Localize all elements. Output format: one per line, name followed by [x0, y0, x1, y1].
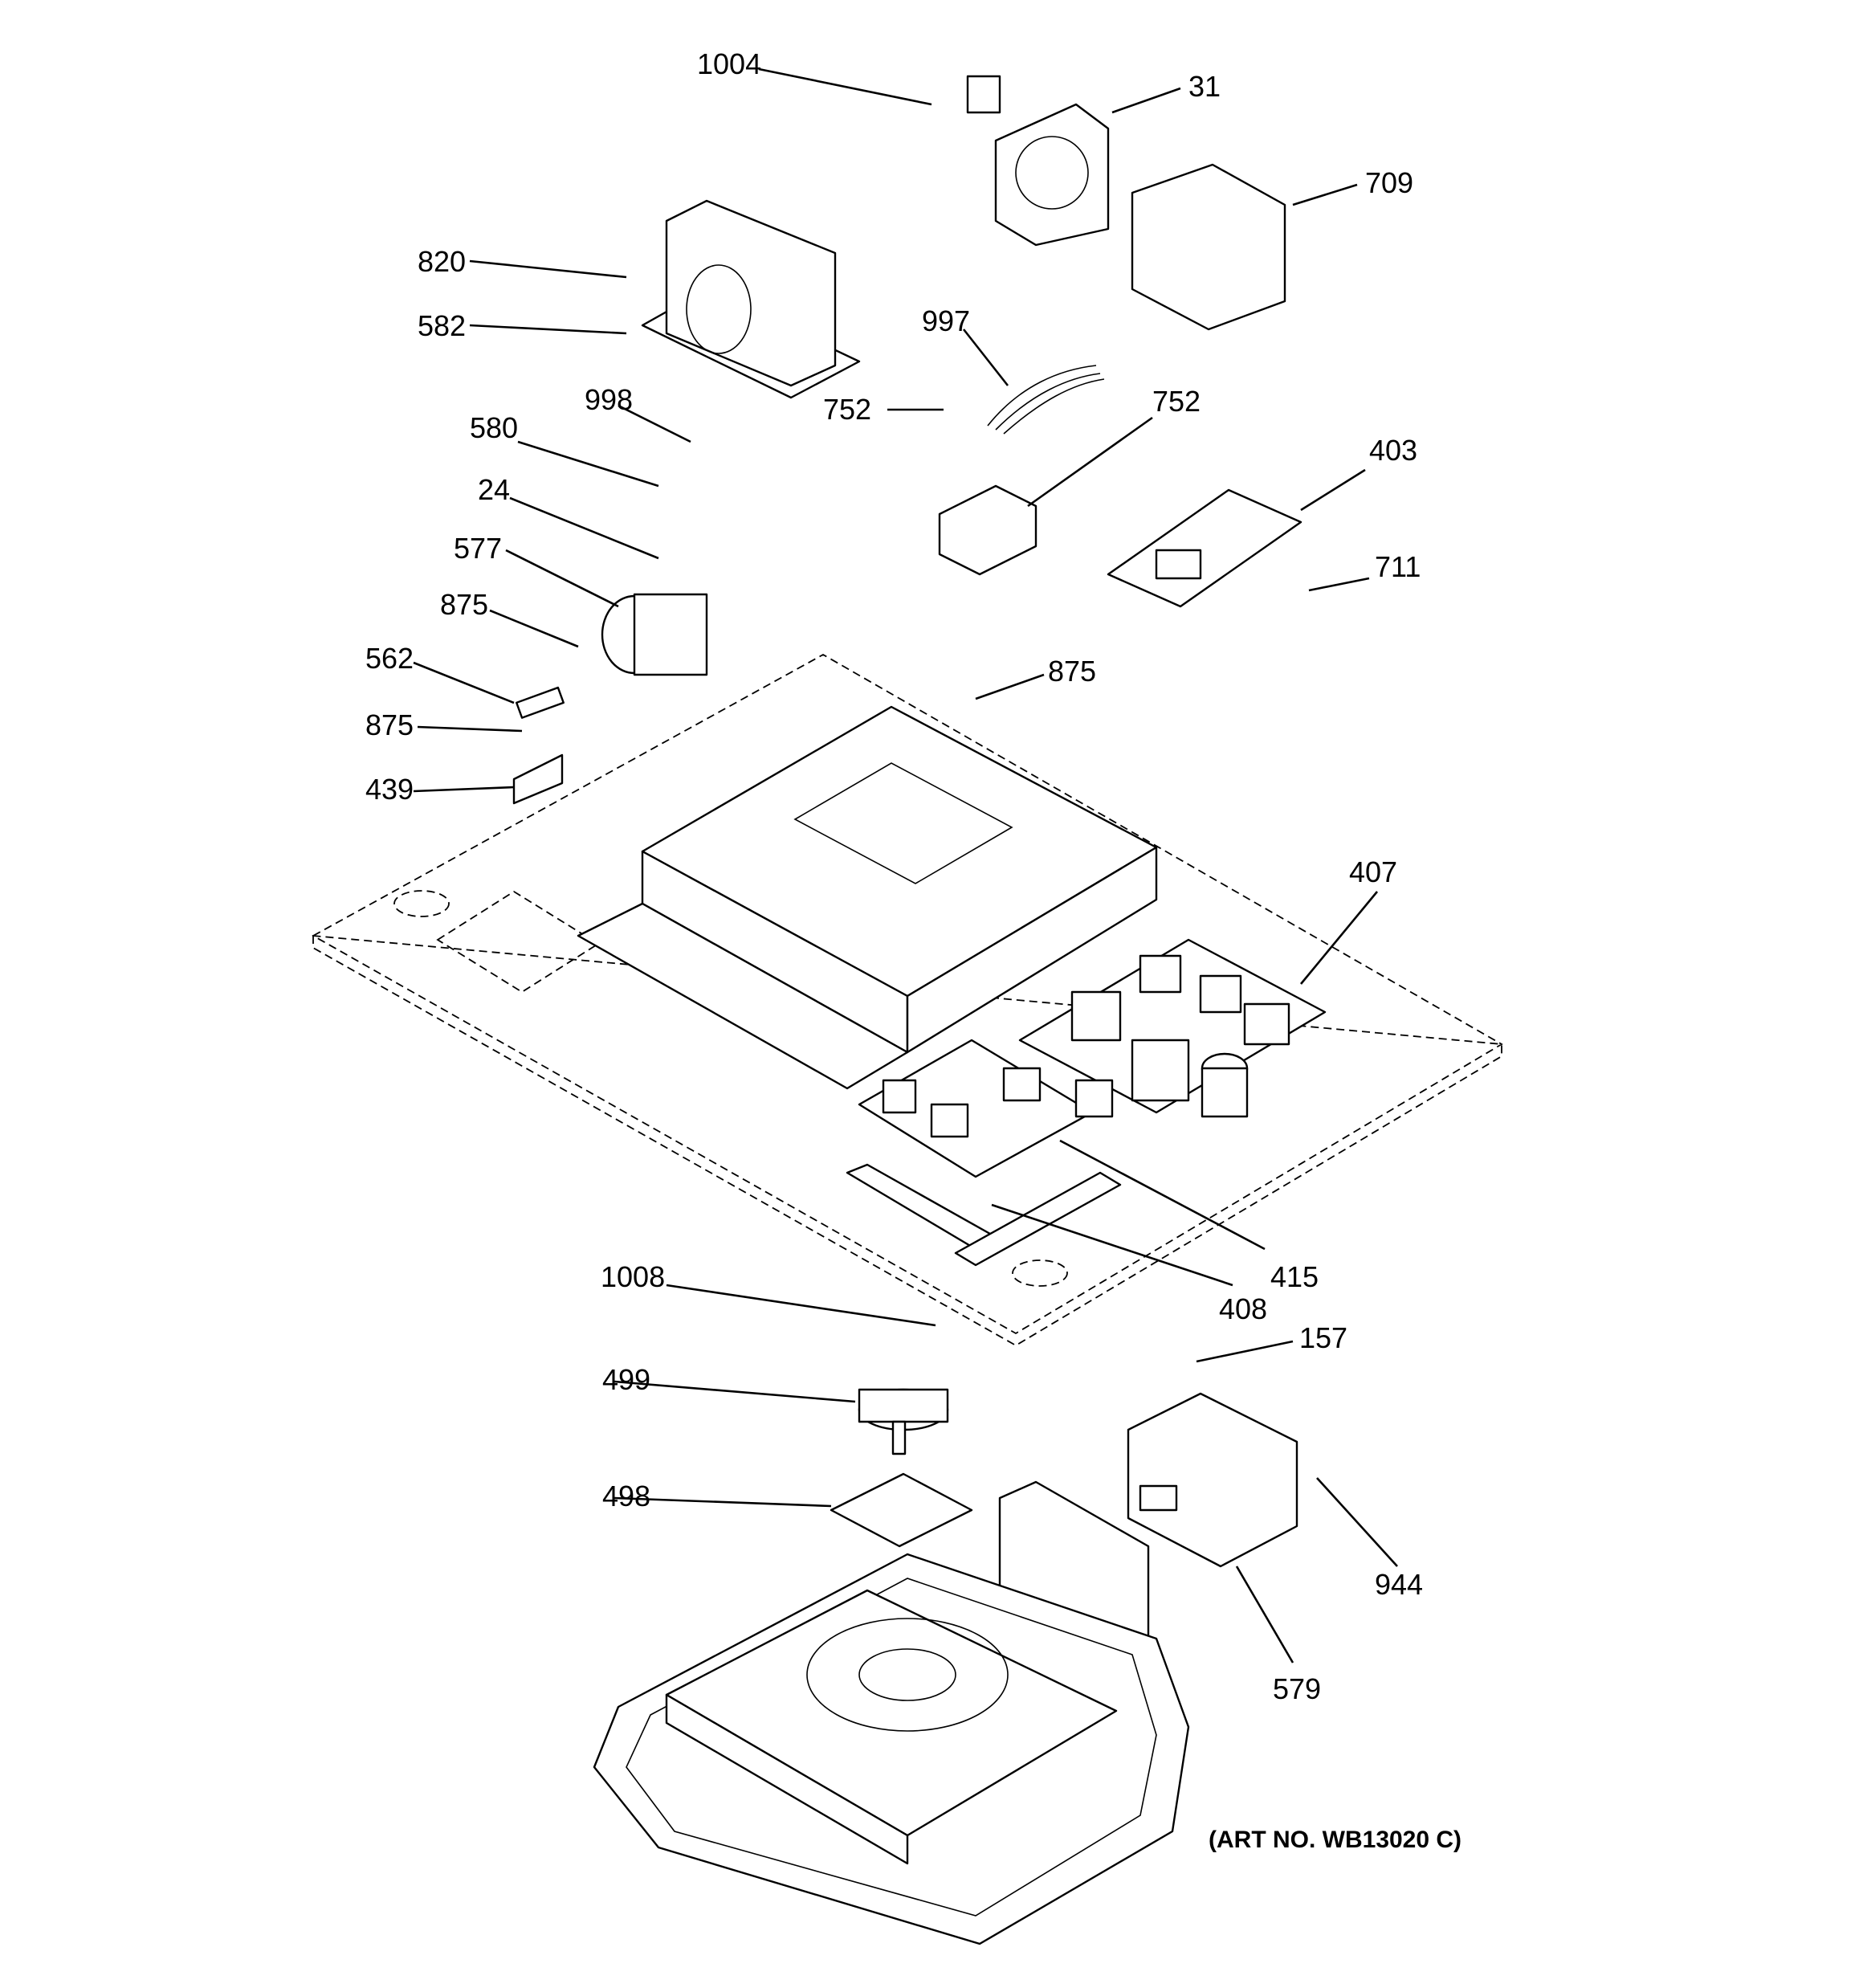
- callout-997: 997: [922, 304, 970, 337]
- fuse-holder-439: [512, 753, 564, 805]
- duct-709: [1131, 163, 1286, 331]
- callout-562: 562: [365, 642, 414, 675]
- callout-709: 709: [1365, 166, 1413, 199]
- fan-motor-31: [966, 75, 1110, 247]
- motor-577: [601, 593, 708, 676]
- callout-711: 711: [1375, 550, 1421, 583]
- relay-998: [938, 484, 1037, 576]
- callout-752-right: 752: [823, 393, 871, 426]
- cavity-base: [593, 1553, 1190, 1945]
- gasket-498: [830, 1472, 973, 1548]
- board-bracket: [846, 1163, 1122, 1267]
- callout-752-left: 998: [585, 383, 633, 416]
- callout-579: 579: [1273, 1672, 1321, 1705]
- callout-580: 580: [470, 411, 518, 444]
- callout-407: 407: [1349, 855, 1397, 888]
- callout-labels: 1004 31 709 820 582 997 752 752 998 580 …: [365, 47, 1461, 1853]
- callout-875-right: 875: [1048, 655, 1096, 688]
- fuse-562: [516, 686, 565, 719]
- callout-498: 498: [602, 1480, 650, 1512]
- control-board-403: [1107, 488, 1302, 608]
- transformer-582: [641, 199, 861, 399]
- callout-439: 439: [365, 773, 414, 806]
- callout-403: 403: [1369, 434, 1417, 467]
- callout-415: 415: [1270, 1260, 1319, 1293]
- callout-582: 582: [418, 309, 466, 342]
- callout-408: 408: [1219, 1292, 1267, 1325]
- callout-820: 820: [418, 245, 466, 278]
- callout-875-left: 875: [365, 708, 414, 741]
- callout-998: 752: [1152, 385, 1201, 418]
- callout-499: 499: [602, 1363, 650, 1396]
- callout-1008: 1008: [601, 1260, 665, 1293]
- control-board-407: [1018, 938, 1327, 1118]
- callout-24: 24: [478, 473, 510, 506]
- callout-875-top: 875: [440, 588, 488, 621]
- callout-1004: 1004: [697, 47, 761, 80]
- magnetron-579: [1127, 1392, 1298, 1568]
- leader-lines: [413, 67, 1398, 1663]
- base-plate: [312, 653, 1503, 1347]
- stirrer-motor-499: [858, 1388, 949, 1455]
- control-board-415: [858, 1039, 1114, 1178]
- callout-944: 944: [1375, 1568, 1423, 1601]
- callout-577: 577: [454, 532, 502, 565]
- art-number: (ART NO. WB13020 C): [1209, 1827, 1461, 1853]
- cavity-box: [577, 705, 1158, 1090]
- wire-harness-997: [987, 365, 1105, 435]
- callout-157: 157: [1299, 1321, 1347, 1354]
- callout-31: 31: [1188, 70, 1221, 103]
